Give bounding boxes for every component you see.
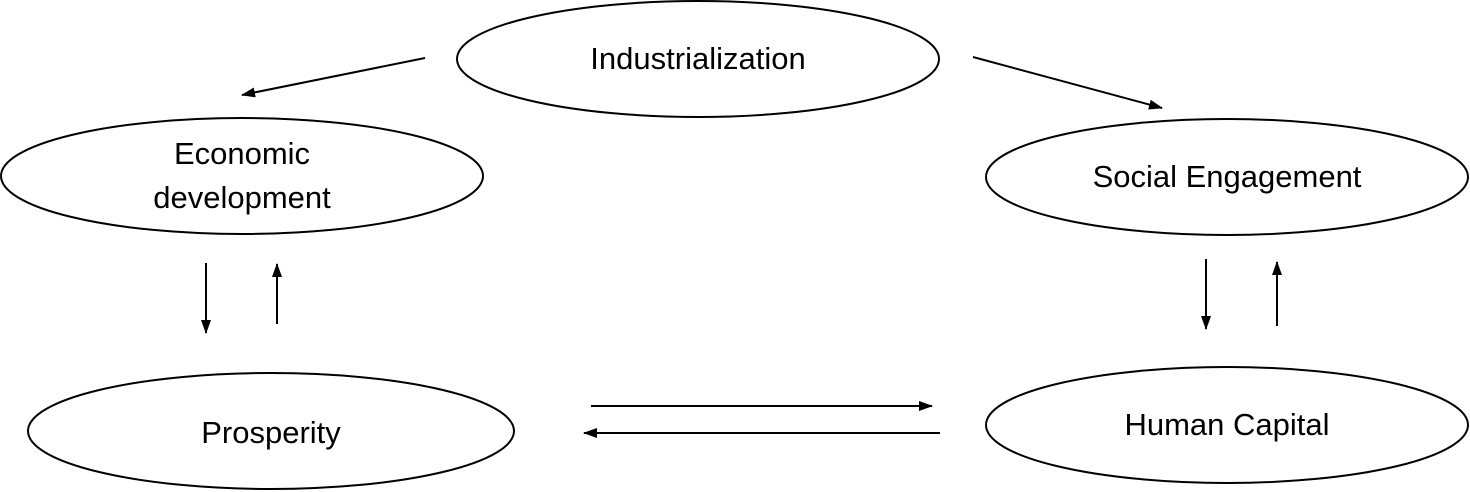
economic-development-label-line-2: development: [153, 180, 331, 215]
node-industrialization: Industrialization: [456, 0, 940, 118]
node-prosperity: Prosperity: [27, 372, 515, 490]
arrow-industrialization-to-economic-development: [241, 57, 426, 98]
prosperity-label: Prosperity: [201, 415, 341, 450]
industrialization-ellipse: [456, 0, 940, 118]
economic-development-ellipse: [0, 117, 484, 235]
prosperity-ellipse: [27, 372, 515, 490]
arrow-industrialization-to-social-engagement: [972, 56, 1163, 110]
social-engagement-label: Social Engagement: [1093, 159, 1362, 194]
node-social-engagement: Social Engagement: [985, 118, 1469, 236]
industrialization-label: Industrialization: [590, 41, 805, 76]
social-engagement-ellipse: [985, 118, 1469, 236]
economic-development-label-line-1: Economic: [174, 136, 310, 171]
node-economic-development: Economic development: [0, 117, 484, 235]
edges: [201, 56, 1282, 438]
human-capital-label: Human Capital: [1124, 407, 1329, 442]
node-human-capital: Human Capital: [985, 366, 1469, 484]
human-capital-ellipse: [985, 366, 1469, 484]
